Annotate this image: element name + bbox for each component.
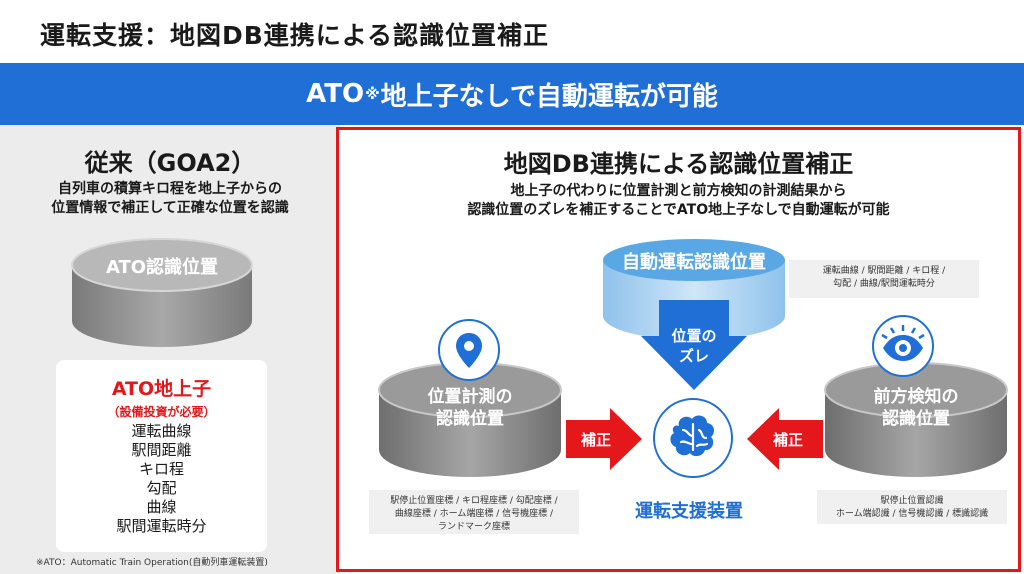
location-pin-icon [438,319,500,381]
map-db-desc-line: 地上子の代わりに位置計測と前方検知の計測結果から [510,183,847,199]
note-line: 運転曲線 / 駅間距離 / キロ程 / [822,266,946,276]
note-line: ランドマーク座標 [437,522,510,532]
banner-mark: ※ [365,85,380,103]
note-line: 勾配 / 曲線/駅間運転時分 [833,279,935,289]
conventional-title: 従来（GOA2） [84,149,256,177]
list-item: 曲線 [146,498,177,516]
cylinder-label-line: 認識位置 [436,409,504,429]
cylinder-label-line: 前方検知の [873,387,959,407]
conventional-panel: 従来（GOA2） 自列車の積算キロ程を地上子からの 位置情報で補正して正確な位置… [0,125,340,574]
forward-detect-cylinder: 前方検知の 認識位置 [823,356,1009,478]
position-measure-label: 位置計測の 認識位置 [377,386,563,430]
footnote: ※ATO：Automatic Train Operation(自動列車運転装置) [36,558,268,568]
brain-icon [653,398,733,478]
list-item: 勾配 [146,479,177,497]
auto-driving-position-label: 自動運転認識位置 [622,252,766,273]
position-measure-note: 駅停止位置座標 / キロ程座標 / 勾配座標 / 曲線座標 / ホーム端座標 /… [369,490,579,534]
ato-beacon-box: ATO地上子 （設備投資が必要） 運転曲線 駅間距離 キロ程 勾配 曲線 駅間運… [56,360,267,552]
cylinder-label-line: 位置計測の [427,387,513,407]
note-line: 駅停止位置座標 / キロ程座標 / 勾配座標 / [390,496,558,506]
auto-driving-note: 運転曲線 / 駅間距離 / キロ程 / 勾配 / 曲線/駅間運転時分 [789,260,979,298]
page-title: 運転支援：地図DB連携による認識位置補正 [40,21,550,50]
map-db-description: 地上子の代わりに位置計測と前方検知の計測結果から 認識位置のズレを補正することで… [339,182,1018,220]
list-item: 駅間運転時分 [116,517,207,535]
position-measure-cylinder: 位置計測の 認識位置 [377,356,563,478]
conventional-desc-line: 自列車の積算キロ程を地上子からの [58,181,282,197]
note-line: 駅停止位置認識 [880,496,944,506]
banner-post: 地上子なしで自動運転が可能 [380,81,718,112]
offset-label-line: 位置の [671,327,717,345]
correction-arrow-right [747,408,823,470]
map-db-desc-line: 認識位置のズレを補正することでATO地上子なしで自動運転が可能 [467,202,890,218]
ato-position-label: ATO認識位置 [105,257,219,278]
forward-detect-label: 前方検知の 認識位置 [823,386,1009,430]
map-db-panel: 地図DB連携による認識位置補正 地上子の代わりに位置計測と前方検知の計測結果から… [336,127,1021,572]
ato-beacon-note: （設備投資が必要） [107,405,216,419]
ato-beacon-heading: ATO地上子 [111,378,212,400]
cylinder-label-line: 認識位置 [882,409,950,429]
offset-label-line: ズレ [678,347,709,365]
list-item: 駅間距離 [131,441,192,459]
conventional-description: 自列車の積算キロ程を地上子からの 位置情報で補正して正確な位置を認識 [0,180,340,218]
conventional-desc-line: 位置情報で補正して正確な位置を認識 [51,200,289,216]
map-db-title: 地図DB連携による認識位置補正 [503,150,854,178]
correction-label-right: 補正 [772,431,803,449]
note-line: 曲線座標 / ホーム端座標 / 信号機座標 / [394,509,554,519]
list-item: キロ程 [138,460,184,478]
eye-icon [872,315,934,377]
correction-arrow-left [566,408,642,470]
banner-pre: ATO [306,79,365,109]
offset-arrow [641,300,747,390]
correction-label-left: 補正 [580,431,611,449]
note-line: ホーム端認識 / 信号機認識 / 標識認識 [835,509,989,519]
list-item: 運転曲線 [131,422,192,440]
ato-position-cylinder: ATO認識位置 [70,237,254,349]
ato-beacon-items: 運転曲線 駅間距離 キロ程 勾配 曲線 駅間運転時分 [56,422,267,536]
offset-label: 位置の ズレ [659,326,729,366]
banner: ATO※地上子なしで自動運転が可能 [0,63,1024,125]
forward-detect-note: 駅停止位置認識 ホーム端認識 / 信号機認識 / 標識認識 [817,490,1007,524]
driving-support-device-label: 運転支援装置 [635,501,743,522]
